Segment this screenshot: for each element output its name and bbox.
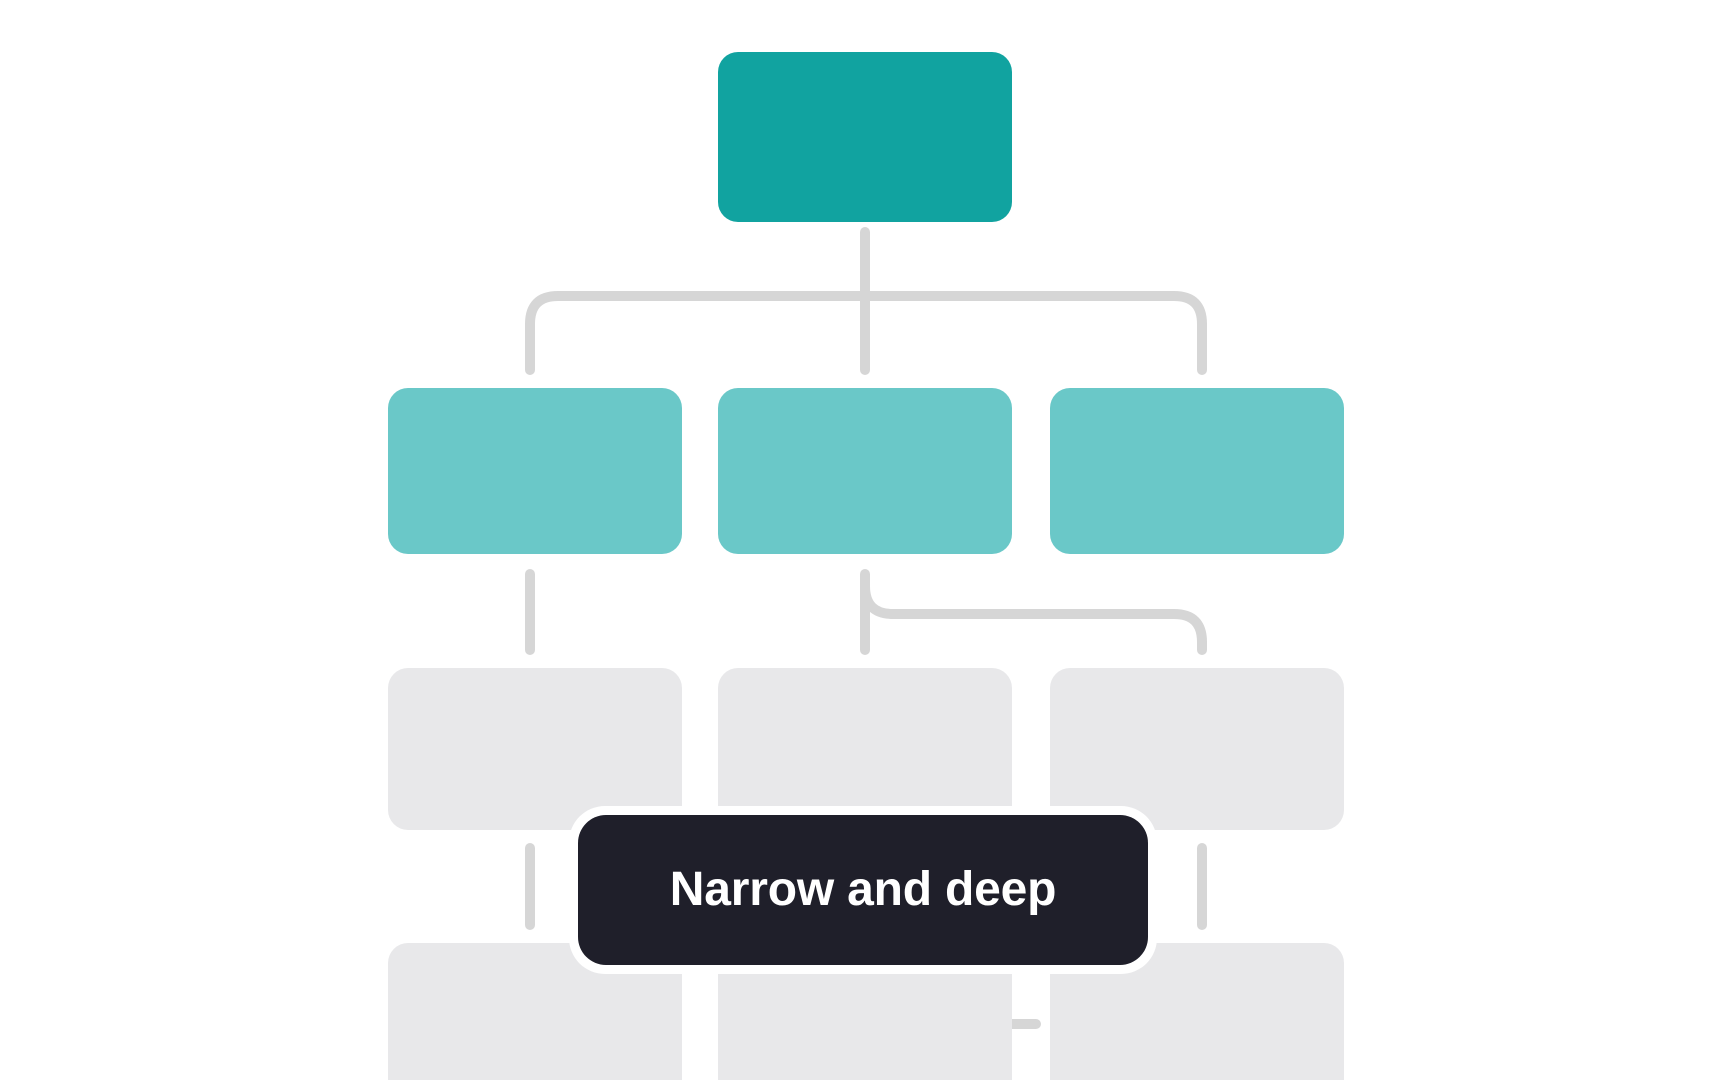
tooltip-callout: Narrow and deep — [569, 806, 1157, 974]
node-root[interactable] — [718, 52, 1012, 222]
node-child-3[interactable] — [1050, 668, 1344, 830]
edge-root-to-branch-right — [860, 291, 1207, 375]
node-child-2[interactable] — [718, 668, 1012, 830]
node-branch-1[interactable] — [388, 388, 682, 554]
node-branch-3[interactable] — [1050, 388, 1344, 554]
node-branch-2[interactable] — [718, 388, 1012, 554]
tooltip-body: Narrow and deep — [578, 815, 1148, 965]
edge-branch2-to-child3 — [860, 581, 1207, 655]
edge-root-to-branch-left — [525, 291, 870, 375]
tooltip-label: Narrow and deep — [669, 863, 1057, 916]
node-child-1[interactable] — [388, 668, 682, 830]
